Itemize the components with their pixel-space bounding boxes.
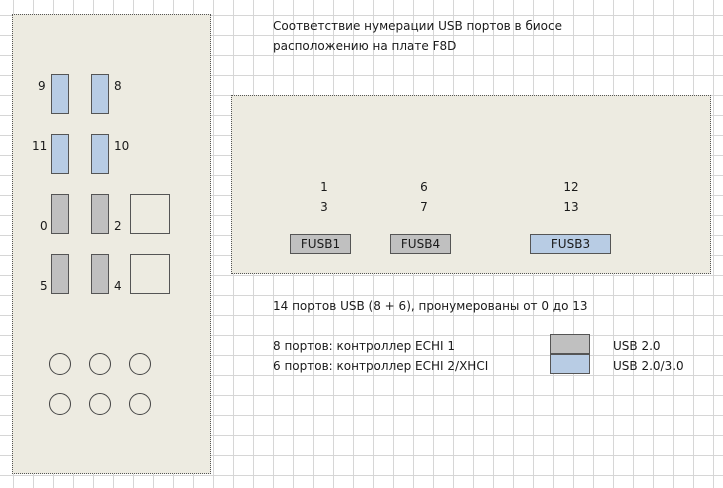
port-label-10: 10 bbox=[114, 139, 130, 153]
fusb3-port-a: 12 bbox=[563, 180, 579, 194]
port-label-2: 2 bbox=[114, 219, 122, 233]
audio-jack-3 bbox=[129, 353, 151, 375]
legend-swatch-usb3 bbox=[550, 354, 590, 374]
audio-jack-2 bbox=[89, 353, 111, 375]
port-label-9: 9 bbox=[38, 79, 46, 93]
usb3-port-9 bbox=[51, 74, 69, 114]
usb2-port-0 bbox=[51, 194, 69, 234]
title-line-1: Соответствие нумерации USB портов в биос… bbox=[273, 19, 562, 33]
fusb3-port-b: 13 bbox=[563, 200, 579, 214]
legend-swatch-usb2 bbox=[550, 334, 590, 354]
rear-connector-square-1 bbox=[130, 194, 170, 234]
port-label-0: 0 bbox=[40, 219, 48, 233]
port-label-11: 11 bbox=[32, 139, 48, 153]
usb3-port-11 bbox=[51, 134, 69, 174]
usb3-port-10 bbox=[91, 134, 109, 174]
rear-connector-square-2 bbox=[130, 254, 170, 294]
fusb1-port-b: 3 bbox=[320, 200, 328, 214]
legend-label-usb3: USB 2.0/3.0 bbox=[613, 359, 684, 373]
port-label-5: 5 bbox=[40, 279, 48, 293]
audio-jack-6 bbox=[129, 393, 151, 415]
controller-line-1: 8 портов: контроллер ECHI 1 bbox=[273, 339, 456, 353]
controller-line-2: 6 портов: контроллер ECHI 2/XHCI bbox=[273, 359, 489, 373]
fusb1-port-a: 1 bbox=[320, 180, 328, 194]
port-label-8: 8 bbox=[114, 79, 122, 93]
fusb4-header: FUSB4 bbox=[390, 234, 451, 254]
rear-io-panel bbox=[12, 14, 211, 474]
port-label-4: 4 bbox=[114, 279, 122, 293]
title-line-2: расположению на плате F8D bbox=[273, 39, 457, 53]
legend-label-usb2: USB 2.0 bbox=[613, 339, 661, 353]
audio-jack-4 bbox=[49, 393, 71, 415]
usb3-port-8 bbox=[91, 74, 109, 114]
usb2-port-4 bbox=[91, 254, 109, 294]
usb2-port-2 bbox=[91, 194, 109, 234]
summary-text: 14 портов USB (8 + 6), пронумерованы от … bbox=[273, 299, 588, 313]
fusb1-header: FUSB1 bbox=[290, 234, 351, 254]
audio-jack-1 bbox=[49, 353, 71, 375]
audio-jack-5 bbox=[89, 393, 111, 415]
usb2-port-5 bbox=[51, 254, 69, 294]
fusb4-port-b: 7 bbox=[420, 200, 428, 214]
fusb4-port-a: 6 bbox=[420, 180, 428, 194]
fusb3-header: FUSB3 bbox=[530, 234, 611, 254]
